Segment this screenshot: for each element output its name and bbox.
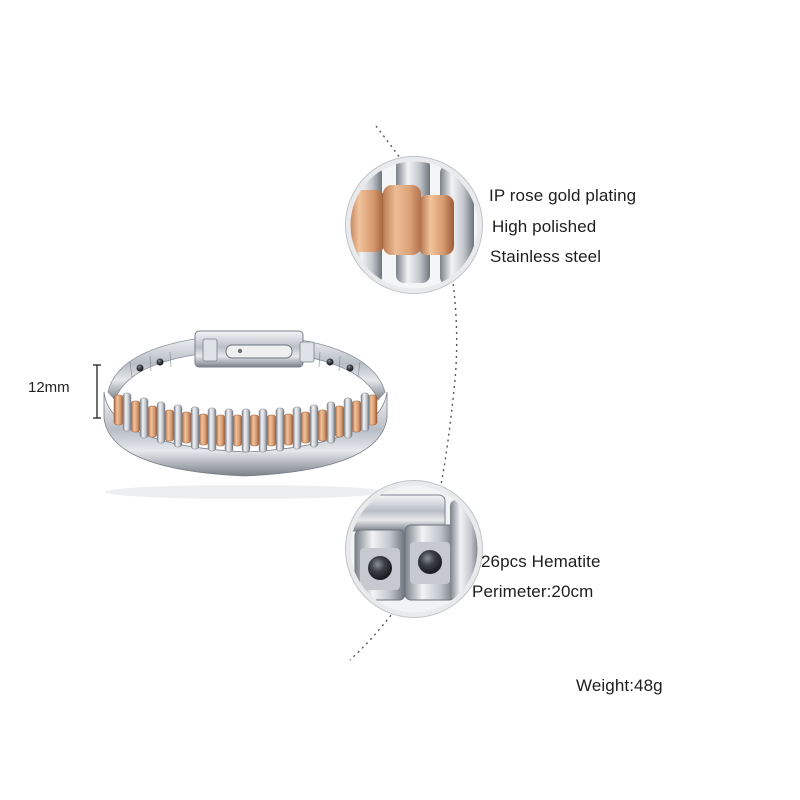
detail-material-label: Stainless steel bbox=[490, 247, 602, 266]
band-links bbox=[113, 392, 378, 453]
detail-plating-label: IP rose gold plating bbox=[489, 186, 637, 205]
hematite-stone bbox=[418, 550, 442, 574]
detail-magnifier-plating bbox=[345, 156, 483, 294]
width-dimension-label: 12mm bbox=[28, 379, 70, 396]
detail-perimeter-label: Perimeter:20cm bbox=[472, 582, 594, 601]
detail-hematite-label: 26pcs Hematite bbox=[481, 552, 601, 571]
weight-label: Weight:48g bbox=[576, 676, 663, 695]
bracelet bbox=[103, 330, 388, 499]
clasp bbox=[194, 330, 315, 368]
detail-finish-label: High polished bbox=[492, 217, 597, 236]
dimension-bracket bbox=[93, 364, 101, 419]
detail-magnifier-hematite bbox=[345, 480, 483, 618]
hematite-stone bbox=[368, 556, 392, 580]
